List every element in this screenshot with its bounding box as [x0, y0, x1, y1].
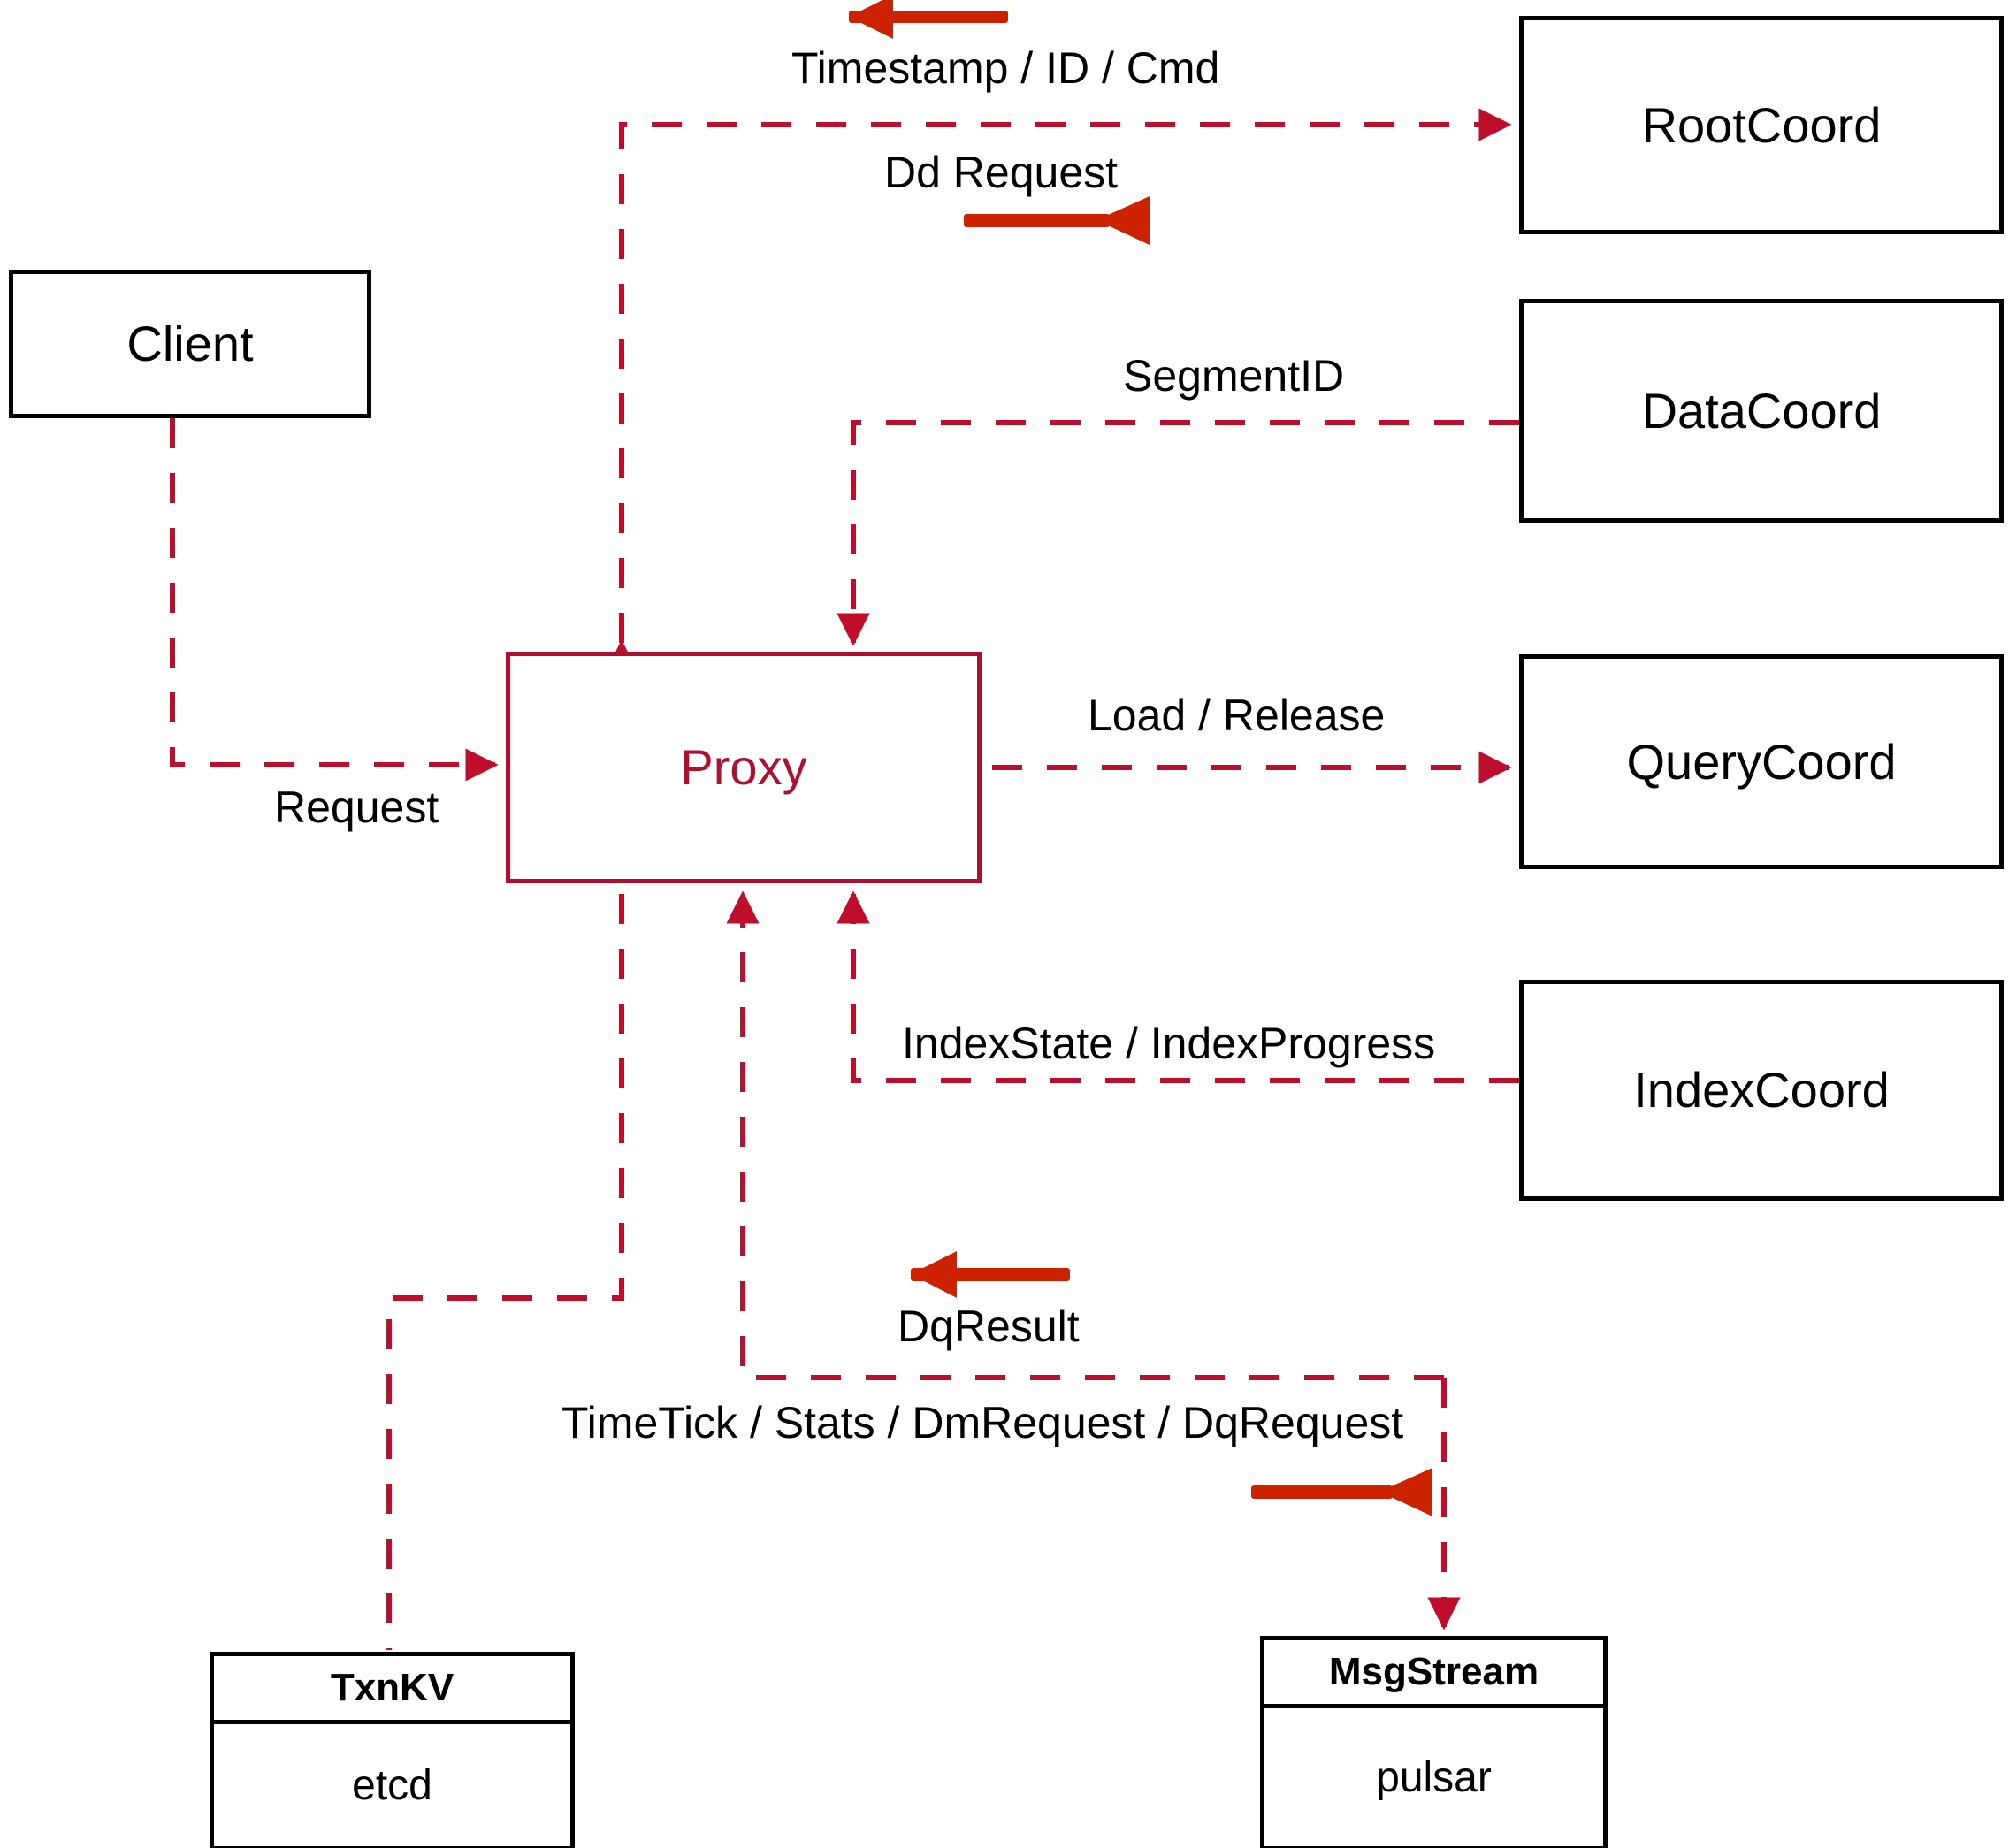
node-txnkv-body-label: etcd: [352, 1761, 432, 1809]
node-txnkv-header: TxnKV: [214, 1656, 570, 1724]
direction-arrow-dd-request-right: [964, 196, 1150, 245]
edge-label-timetick-stats: TimeTick / Stats / DmRequest / DqRequest: [561, 1398, 1404, 1447]
connector-proxy-to-txnkv: [386, 894, 624, 1650]
edge-label-dq-result: DqResult: [898, 1302, 1080, 1351]
edge-label-segment-id: SegmentID: [1123, 351, 1345, 401]
connector-client-to-proxy: [170, 418, 499, 782]
node-rootcoord[interactable]: RootCoord: [1519, 16, 2004, 234]
direction-arrow-dqrequest-right: [1251, 1468, 1432, 1516]
edge-label-request: Request: [274, 783, 439, 832]
node-datacoord[interactable]: DataCoord: [1519, 299, 2004, 523]
edge-label-dd-request: Dd Request: [884, 148, 1119, 197]
connector-proxy-rootcoord: [605, 108, 1512, 673]
node-datacoord-label: DataCoord: [1641, 382, 1882, 439]
node-txnkv-body: etcd: [214, 1724, 570, 1846]
connector-msgstream-to-proxy: [726, 890, 1444, 1380]
node-msgstream[interactable]: MsgStream pulsar: [1260, 1636, 1608, 1848]
edge-label-index-state: IndexState / IndexProgress: [902, 1019, 1436, 1068]
node-msgstream-header: MsgStream: [1264, 1640, 1603, 1708]
direction-arrow-group: [849, 0, 1432, 1516]
node-txnkv[interactable]: TxnKV etcd: [210, 1652, 575, 1848]
edge-label-load-release: Load / Release: [1088, 691, 1386, 740]
edge-label-timestamp-id-cmd: Timestamp / ID / Cmd: [791, 43, 1220, 93]
direction-arrow-dqresult-left: [911, 1251, 1070, 1298]
node-proxy[interactable]: Proxy: [506, 652, 982, 883]
node-client[interactable]: Client: [9, 270, 371, 418]
node-indexcoord-label: IndexCoord: [1633, 1062, 1890, 1118]
node-msgstream-body: pulsar: [1264, 1708, 1603, 1846]
node-msgstream-header-label: MsgStream: [1328, 1650, 1539, 1693]
node-proxy-label: Proxy: [680, 739, 807, 795]
node-msgstream-body-label: pulsar: [1376, 1753, 1492, 1801]
node-indexcoord[interactable]: IndexCoord: [1519, 980, 2004, 1201]
node-querycoord[interactable]: QueryCoord: [1519, 654, 2004, 869]
direction-arrow-timestamp-left: [849, 0, 1008, 39]
node-client-label: Client: [126, 316, 254, 371]
node-rootcoord-label: RootCoord: [1641, 96, 1882, 153]
node-querycoord-label: QueryCoord: [1626, 733, 1897, 790]
connector-datacoord-to-proxy: [836, 420, 1519, 646]
node-txnkv-header-label: TxnKV: [330, 1666, 455, 1709]
connector-indexcoord-to-proxy: [836, 890, 1519, 1083]
